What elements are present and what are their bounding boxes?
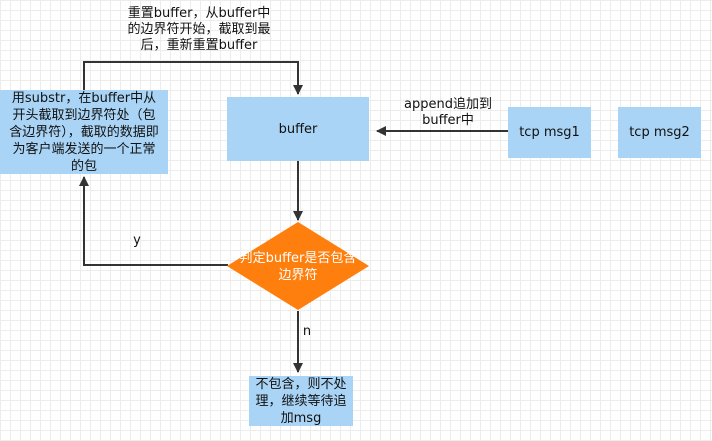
tcp-msg2-label: tcp msg2 <box>629 125 690 140</box>
arrow-substr-to-buffer <box>83 61 303 95</box>
reset-label: 重置buffer，从buffer中的边界符开始，截取到最后，重新重置buffer <box>127 6 271 53</box>
tcp-msg2-node: tcp msg2 <box>618 107 701 158</box>
buffer-node-label: buffer <box>278 121 318 137</box>
no-contain-label: 不包含，则不处理，继续等待追加msg <box>255 376 347 426</box>
substr-node-label: 用substr，在buffer中从开头截取到边界符处（包含边界符），截取的数据即… <box>9 90 159 174</box>
decision-label: 判定buffer是否包含边界符 <box>239 251 357 283</box>
arrow-decision-to-substr <box>79 176 228 266</box>
decision-diamond <box>227 222 369 310</box>
yes-label: y <box>133 233 141 248</box>
no-label: n <box>302 324 312 339</box>
tcp-msg1-node: tcp msg1 <box>508 107 591 158</box>
append-label: append追加到buffer中 <box>404 97 492 128</box>
tcp-msg1-label: tcp msg1 <box>519 125 580 140</box>
substr-node: 用substr，在buffer中从开头截取到边界符处（包含边界符），截取的数据即… <box>0 90 168 174</box>
buffer-node: buffer <box>227 97 369 161</box>
no-contain-node: 不包含，则不处理，继续等待追加msg <box>249 376 353 426</box>
